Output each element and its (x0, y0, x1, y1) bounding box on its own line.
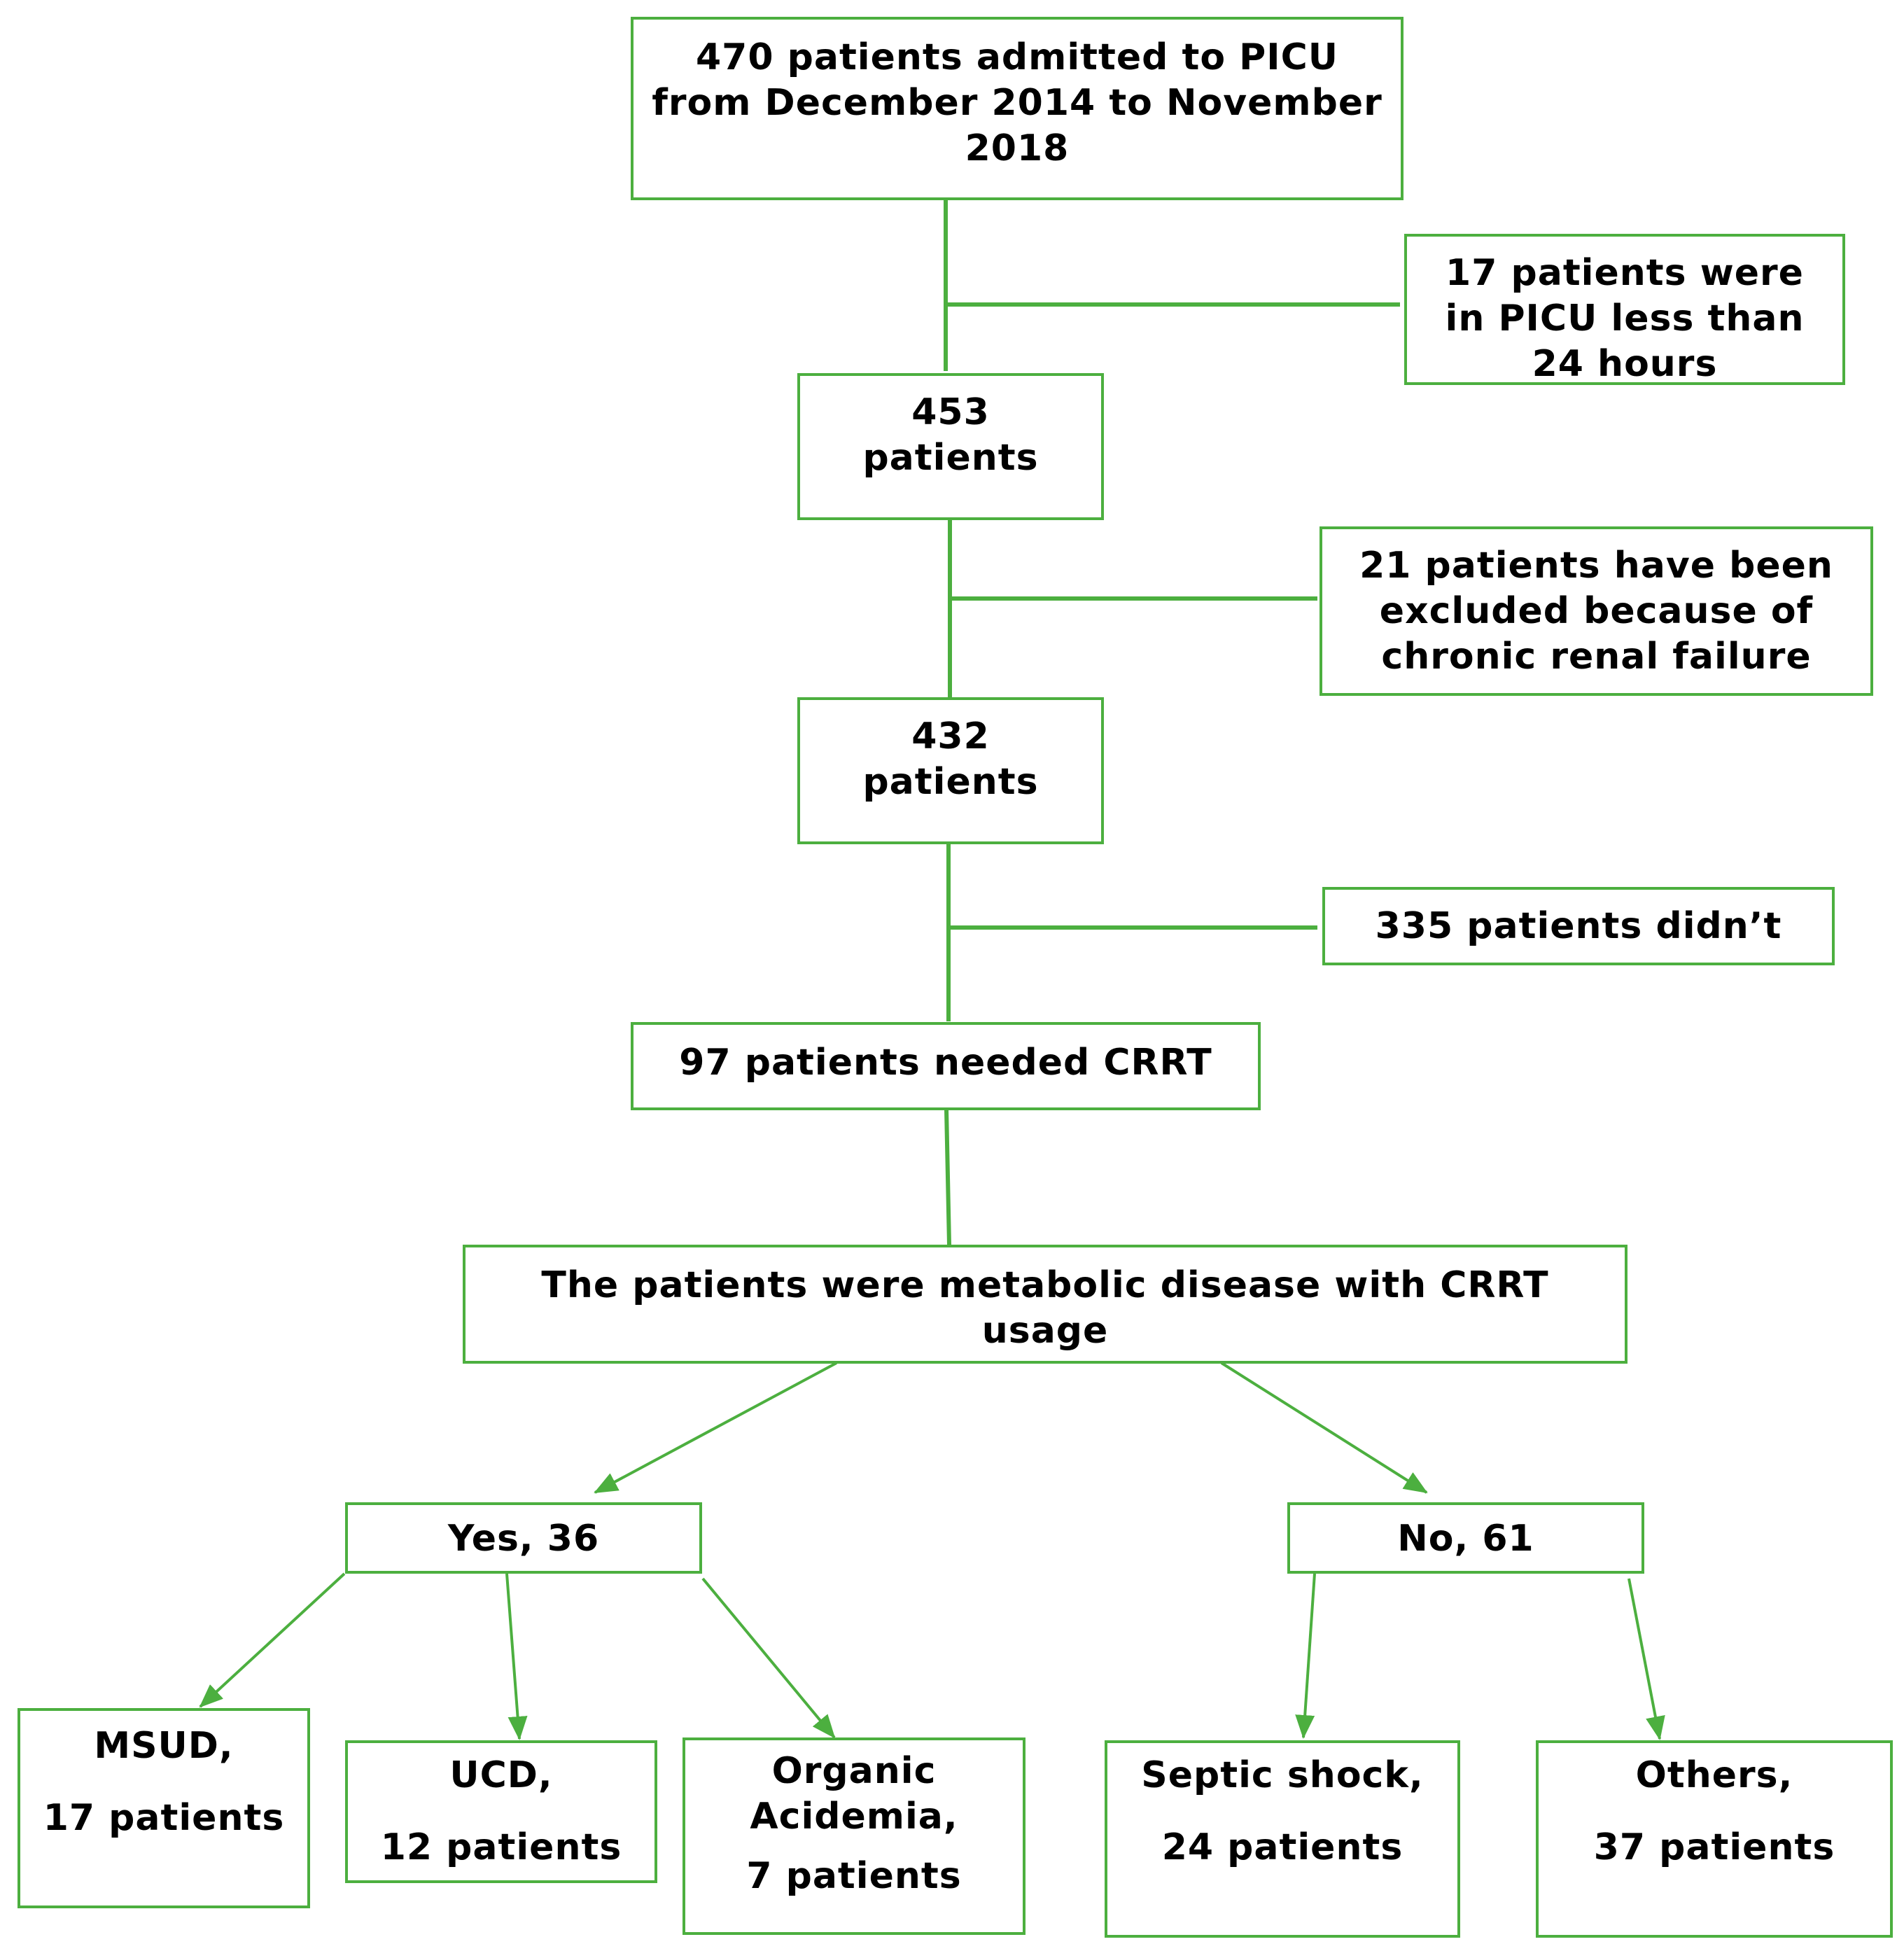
ucd-box: UCD, 12 patients (345, 1740, 657, 1883)
septic-label: Septic shock, (1141, 1754, 1424, 1796)
excluded-24h-line-2: in PICU less than (1445, 298, 1805, 340)
arrow-metabolic-to-yes (594, 1362, 837, 1494)
msud-label: MSUD, (94, 1725, 234, 1767)
excluded-renal-line-1: 21 patients have been (1359, 545, 1833, 587)
yes-branch-label: Yes, 36 (447, 1518, 600, 1560)
arrow-no-to-others (1628, 1578, 1665, 1740)
admitted-line-1: 470 patients admitted to PICU (695, 36, 1338, 78)
excluded-24h-line-3: 24 hours (1532, 343, 1718, 385)
excluded-335-line-1: 335 patients didn’t (1375, 905, 1782, 947)
patients-432-box: 432 patients (797, 697, 1104, 844)
needed-crrt-box: 97 patients needed CRRT (631, 1022, 1261, 1110)
arrow-yes-to-ucd (505, 1573, 528, 1740)
metabolic-line-2: usage (981, 1310, 1109, 1352)
yes-branch-box: Yes, 36 (345, 1502, 702, 1574)
organic-count: 7 patients (746, 1855, 962, 1897)
excluded-renal-failure-box: 21 patients have been excluded because o… (1320, 526, 1873, 696)
needed-crrt-line-1: 97 patients needed CRRT (679, 1042, 1212, 1084)
organic-label-2: Acidemia, (750, 1796, 958, 1838)
septic-shock-box: Septic shock, 24 patients (1105, 1740, 1460, 1938)
excluded-renal-line-2: excluded because of (1379, 590, 1814, 632)
excluded-335-box: 335 patients didn’t (1322, 887, 1835, 965)
ucd-label: UCD, (449, 1754, 553, 1796)
septic-spacer (1107, 1798, 1457, 1825)
metabolic-line-1: The patients were metabolic disease with… (541, 1264, 1549, 1306)
metabolic-disease-box: The patients were metabolic disease with… (463, 1245, 1628, 1364)
connector-97-to-metabolic (944, 1109, 951, 1245)
excluded-24h-line-1: 17 patients were (1446, 252, 1804, 294)
organic-spacer (685, 1840, 1023, 1854)
others-label: Others, (1635, 1754, 1793, 1796)
patients-432-label: patients (862, 761, 1039, 803)
patients-453-count: 453 (911, 391, 990, 433)
msud-count: 17 patients (43, 1797, 285, 1839)
admitted-patients-box: 470 patients admitted to PICU from Decem… (631, 17, 1404, 200)
patients-453-box: 453 patients (797, 373, 1104, 520)
no-branch-box: No, 61 (1287, 1502, 1644, 1574)
patients-432-count: 432 (911, 715, 990, 757)
msud-spacer (20, 1769, 307, 1796)
others-count: 37 patients (1593, 1826, 1835, 1868)
admitted-line-2: from December 2014 to November (652, 82, 1382, 124)
organic-label-1: Organic (771, 1750, 937, 1792)
arrow-metabolic-to-no (1220, 1362, 1428, 1494)
patients-453-label: patients (862, 437, 1039, 479)
septic-count: 24 patients (1161, 1826, 1404, 1868)
excluded-under-24h-box: 17 patients were in PICU less than 24 ho… (1404, 234, 1845, 385)
ucd-count: 12 patients (380, 1826, 622, 1868)
no-branch-label: No, 61 (1397, 1518, 1534, 1560)
ucd-spacer (348, 1798, 654, 1825)
organic-acidemia-box: Organic Acidemia, 7 patients (682, 1737, 1026, 1935)
others-spacer (1539, 1798, 1890, 1825)
arrow-yes-to-msud (199, 1572, 346, 1708)
others-box: Others, 37 patients (1536, 1740, 1893, 1938)
msud-box: MSUD, 17 patients (18, 1708, 310, 1908)
excluded-renal-line-3: chronic renal failure (1381, 636, 1812, 678)
admitted-line-3: 2018 (965, 127, 1070, 169)
arrow-no-to-septic (1295, 1573, 1316, 1739)
arrow-yes-to-organic (701, 1577, 836, 1739)
